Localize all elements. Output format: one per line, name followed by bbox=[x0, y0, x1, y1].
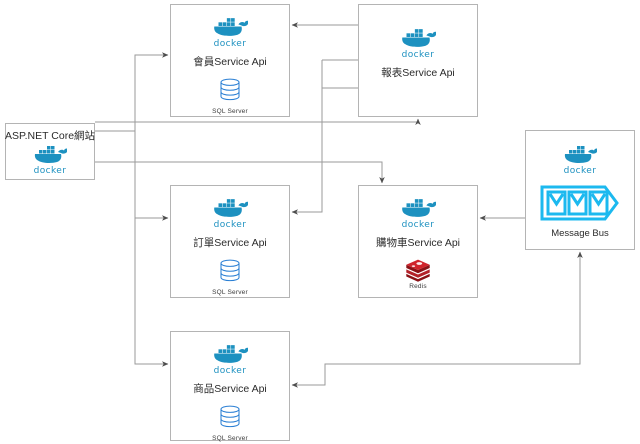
docker-badge: docker bbox=[563, 143, 597, 176]
docker-badge: docker bbox=[33, 143, 67, 176]
node-order-service[interactable]: docker 訂單Service Api SQL Server bbox=[170, 185, 290, 298]
docker-badge: docker bbox=[212, 196, 248, 230]
node-cart-service-label: 購物車Service Api bbox=[375, 237, 461, 249]
database-cylinder-icon bbox=[220, 405, 240, 428]
wire-web-to-order bbox=[134, 131, 169, 221]
database-badge: SQL Server bbox=[212, 77, 248, 116]
wire-web-to-report bbox=[95, 118, 421, 125]
docker-whale-icon bbox=[402, 29, 436, 47]
wire-web-to-product bbox=[134, 131, 169, 367]
node-message-bus[interactable]: docker Message Bus bbox=[525, 130, 635, 250]
docker-wordmark: docker bbox=[213, 220, 247, 230]
redis-cube-icon bbox=[406, 259, 430, 282]
node-report-service-label: 報表Service Api bbox=[381, 67, 455, 79]
docker-wordmark: docker bbox=[33, 165, 67, 176]
node-report-service[interactable]: docker 報表Service Api bbox=[358, 4, 478, 117]
node-member-service-label: 會員Service Api bbox=[193, 56, 267, 68]
database-label: SQL Server bbox=[212, 289, 248, 296]
redis-badge: Redis bbox=[405, 258, 431, 291]
database-label: SQL Server bbox=[212, 435, 248, 442]
message-queue-icon bbox=[540, 185, 619, 221]
docker-badge: docker bbox=[400, 196, 436, 230]
node-product-service-label: 商品Service Api bbox=[193, 383, 267, 395]
docker-wordmark: docker bbox=[401, 50, 435, 60]
wire-report-to-order bbox=[291, 60, 323, 215]
docker-badge: docker bbox=[212, 342, 248, 376]
docker-whale-icon bbox=[214, 345, 248, 363]
wire-web-to-member bbox=[95, 52, 169, 132]
database-cylinder-icon bbox=[220, 259, 240, 282]
docker-badge: docker bbox=[400, 26, 436, 60]
node-aspnet-web-label: ASP.NET Core網站 bbox=[4, 129, 96, 142]
docker-badge: docker bbox=[212, 15, 248, 49]
docker-whale-icon bbox=[564, 146, 597, 163]
database-badge: SQL Server bbox=[212, 404, 248, 443]
node-member-service[interactable]: docker 會員Service Api SQL Server bbox=[170, 4, 290, 117]
node-product-service[interactable]: docker 商品Service Api SQL Server bbox=[170, 331, 290, 443]
database-badge: SQL Server bbox=[212, 258, 248, 297]
docker-wordmark: docker bbox=[213, 39, 247, 49]
docker-wordmark: docker bbox=[401, 220, 435, 230]
docker-whale-icon bbox=[214, 18, 248, 36]
docker-whale-icon bbox=[34, 145, 67, 163]
node-cart-service[interactable]: docker 購物車Service Api Redis bbox=[358, 185, 478, 298]
redis-label: Redis bbox=[409, 283, 427, 290]
docker-whale-icon bbox=[402, 199, 436, 217]
docker-whale-icon bbox=[214, 199, 248, 217]
node-aspnet-web[interactable]: ASP.NET Core網站 docker bbox=[5, 123, 95, 180]
database-label: SQL Server bbox=[212, 108, 248, 115]
docker-wordmark: docker bbox=[213, 366, 247, 376]
database-cylinder-icon bbox=[220, 78, 240, 101]
wire-web-to-cart bbox=[95, 161, 385, 184]
node-order-service-label: 訂單Service Api bbox=[193, 237, 267, 249]
node-message-bus-label: Message Bus bbox=[551, 228, 609, 239]
docker-wordmark: docker bbox=[563, 166, 597, 176]
